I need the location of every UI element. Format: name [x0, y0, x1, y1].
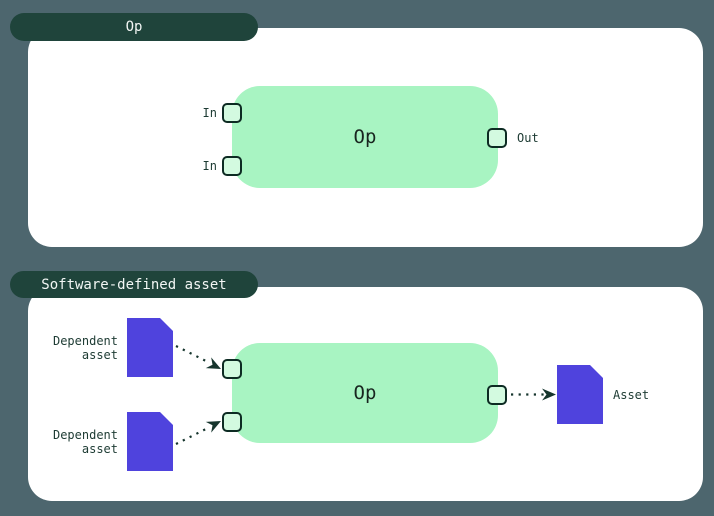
input-port [222, 412, 242, 432]
dependent-asset-label: Dependent asset [53, 334, 118, 362]
output-port-label: Out [517, 131, 539, 145]
sda-section-tab: Software-defined asset [10, 271, 258, 298]
dependent-asset-document-icon [127, 412, 173, 471]
input-port-label: In [202, 159, 217, 173]
dependent-asset-label: Dependent asset [53, 428, 118, 456]
input-port [222, 359, 242, 379]
asset-document-icon [557, 365, 603, 424]
dependent-asset-label-line1: Dependent [52, 428, 118, 442]
dependent-asset-label-line2: asset [81, 442, 118, 456]
op-node: Op [232, 86, 498, 188]
dependent-asset-label-line1: Dependent [52, 334, 118, 348]
dependent-asset-document-icon [127, 318, 173, 377]
sda-op-node: Op [232, 343, 498, 443]
output-port [487, 128, 507, 148]
input-port-label: In [202, 106, 217, 120]
op-section-tab-label: Op [125, 19, 143, 35]
dependent-asset-label-line2: asset [81, 348, 118, 362]
op-section-tab: Op [10, 13, 258, 41]
output-port [487, 385, 507, 405]
sda-section-tab-label: Software-defined asset [41, 276, 227, 293]
input-port [222, 156, 242, 176]
op-node-label: Op [353, 126, 377, 148]
sda-op-node-label: Op [353, 382, 377, 404]
asset-label: Asset [613, 388, 650, 402]
input-port [222, 103, 242, 123]
